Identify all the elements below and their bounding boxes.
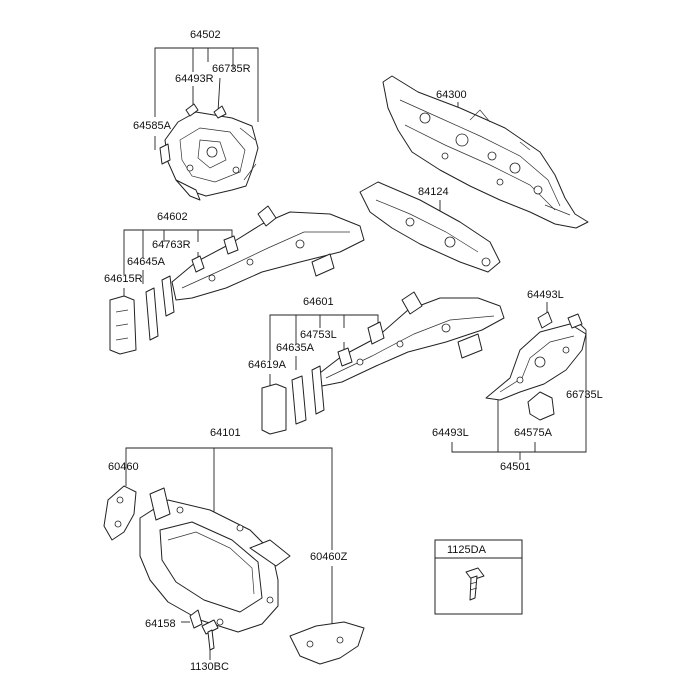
part-64158[interactable] [189,609,203,629]
part-1125DA-bolt-icon[interactable] [465,567,485,601]
part-64753L[interactable] [337,347,353,367]
label-64575A[interactable]: 64575A [514,427,553,439]
part-64635A[interactable] [291,375,307,425]
label-64501[interactable]: 64501 [500,461,531,473]
leader-64602-branches [142,230,199,258]
group-64501: 64493L 66735L 64493L 64575A 64501 [432,289,603,473]
leader-64601-branches [295,315,345,344]
leader-64502-branches [192,48,234,72]
part-84124-pad[interactable] [359,181,501,273]
part-64300-dash-panel[interactable] [382,75,589,229]
label-66735L[interactable]: 66735L [566,389,603,401]
label-64158[interactable]: 64158 [145,618,176,630]
part-64619A[interactable] [261,383,287,435]
leader-64101 [125,447,333,632]
part-64575A[interactable] [527,391,555,421]
part-1130BC-bolt[interactable] [201,619,219,651]
label-64585A[interactable]: 64585A [133,120,172,132]
group-1125DA: 1125DA [434,539,523,615]
label-66735R[interactable]: 66735R [212,63,251,75]
label-64502[interactable]: 64502 [190,29,221,41]
leader-64501 [451,330,587,460]
part-66735L[interactable] [567,313,583,329]
label-64493L-top[interactable]: 64493L [527,289,564,301]
part-60460Z-headlamp-bracket[interactable] [289,621,365,665]
leader-64601 [269,314,379,360]
label-64645A[interactable]: 64645A [127,256,166,268]
group-64602: 64602 64763R 64645A 64615R [104,205,365,355]
part-64763R[interactable] [191,255,205,273]
part-64615R-detail [115,309,129,341]
label-1125DA[interactable]: 1125DA [447,544,487,556]
part-64101-carrier[interactable] [139,487,291,633]
group-84124: 84124 [359,181,501,273]
label-64753L[interactable]: 64753L [300,329,337,341]
part-64501-apron[interactable] [485,323,587,401]
part-64602-side-member[interactable] [171,205,365,301]
leader-64602 [123,229,233,275]
label-64763R[interactable]: 64763R [152,239,191,251]
part-60460-headlamp-bracket[interactable] [103,485,137,541]
part-64493R[interactable] [185,103,199,117]
part-64601-side-member[interactable] [315,291,505,387]
label-60460[interactable]: 60460 [108,461,139,473]
label-64300[interactable]: 64300 [436,89,467,101]
label-64101[interactable]: 64101 [210,427,241,439]
label-60460Z[interactable]: 60460Z [310,551,348,563]
label-64619A[interactable]: 64619A [248,359,287,371]
group-64101: 64101 60460 60460Z 64158 1130BC [103,427,365,673]
leader-64502 [154,47,259,122]
label-84124[interactable]: 84124 [418,186,449,198]
label-64615R[interactable]: 64615R [104,273,143,285]
label-64493R[interactable]: 64493R [175,73,214,85]
part-64645A[interactable] [145,287,159,341]
part-64645A-b[interactable] [161,275,175,317]
part-64493L-top[interactable] [537,311,553,329]
label-64601[interactable]: 64601 [303,296,334,308]
group-64502: 64502 66735R 64493R 64585A [133,29,259,201]
label-64635A[interactable]: 64635A [276,342,315,354]
label-64493L-bot[interactable]: 64493L [432,427,469,439]
group-64601: 64601 64753L 64635A 64619A [248,291,505,435]
part-66735R[interactable] [213,105,227,119]
label-1130BC[interactable]: 1130BC [190,661,229,673]
label-64602[interactable]: 64602 [157,211,188,223]
part-64635A-b[interactable] [311,365,325,415]
part-64502-apron[interactable] [159,111,259,201]
group-64300: 64300 [382,75,589,229]
